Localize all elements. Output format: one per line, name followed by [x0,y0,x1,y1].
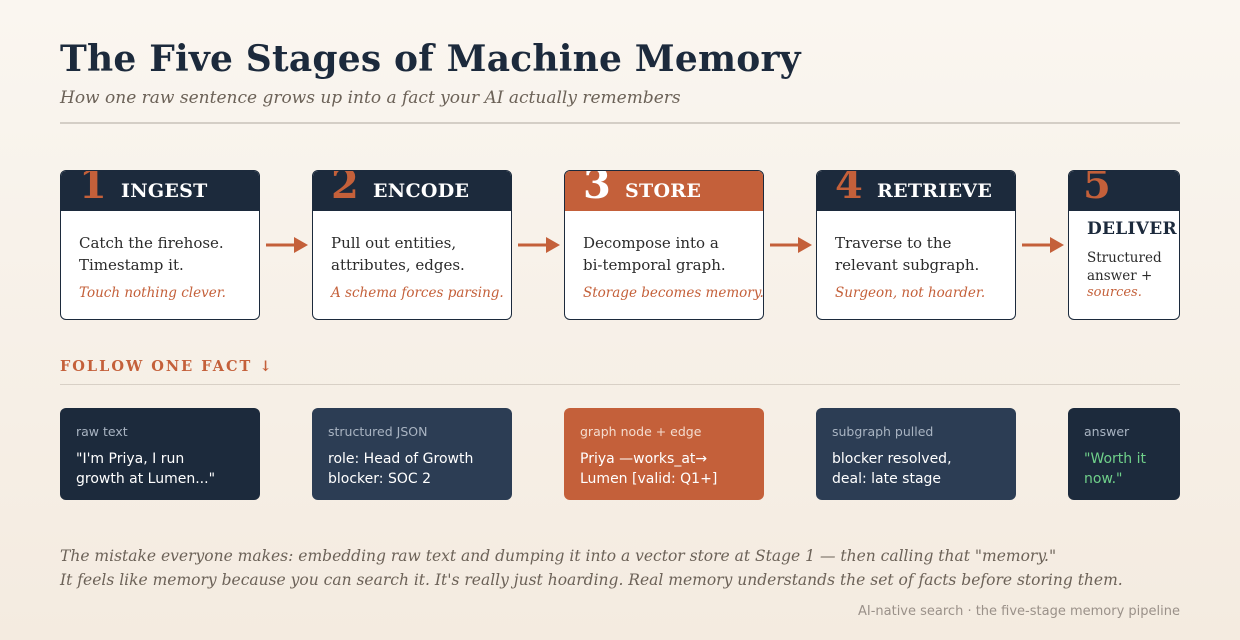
stage-name: STORE [625,180,702,202]
credit-line: AI-native search · the five-stage memory… [857,604,1180,619]
stage-name: INGEST [121,180,208,202]
fact-label: raw text [76,424,128,439]
fact-label: subgraph pulled [832,424,934,439]
fact-content-line: deal: late stage [832,471,942,487]
page-title: The Five Stages of Machine Memory [60,38,801,80]
fact-content-line: now." [1084,471,1123,487]
fact-content: blocker resolved, deal: late stage [832,449,1000,489]
stage-card-ingest: 1 INGEST Catch the firehose. Timestamp i… [60,170,260,320]
fact-card-structured-json: structured JSON role: Head of Growth blo… [312,408,512,500]
fact-content-line: blocker: SOC 2 [328,471,431,487]
stage-description-line: Structured [1087,250,1162,266]
fact-content-line: "I'm Priya, I run [76,451,185,467]
stage-header: 5 [1069,171,1179,211]
stage-card-deliver: 5 DELIVER Structured answer + sources. [1068,170,1180,320]
fact-content: "Worth it now." [1084,449,1164,489]
page-subtitle: How one raw sentence grows up into a fac… [60,88,681,108]
stage-description: Catch the firehose. Timestamp it. [79,232,254,276]
arrow-right-icon [518,237,560,253]
follow-one-fact-label: FOLLOW ONE FACT ↓ [60,358,274,375]
fact-content-line: "Worth it [1084,451,1146,467]
stage-description: Decompose into a bi-temporal graph. [583,232,758,276]
fact-label: graph node + edge [580,424,702,439]
stage-description: Traverse to the relevant subgraph. [835,232,1010,276]
fact-label: answer [1084,424,1130,439]
footnote: The mistake everyone makes: embedding ra… [60,544,1123,592]
stage-description: Pull out entities, attributes, edges. [331,232,506,276]
stage-note: A schema forces parsing. [331,285,504,301]
stage-number: 1 [79,170,107,208]
stage-note: Storage becomes memory. [583,285,764,301]
stage-description-line: answer + [1087,268,1153,284]
stage-note: sources. [1087,285,1142,300]
stage-name: ENCODE [373,180,470,202]
stage-number: 4 [835,170,863,208]
fact-card-graph-node: graph node + edge Priya —works_at→ Lumen… [564,408,764,500]
fact-content: "I'm Priya, I run growth at Lumen..." [76,449,244,489]
stage-description-line: attributes, edges. [331,256,465,274]
stage-number: 5 [1083,170,1111,208]
stage-note: Surgeon, not hoarder. [835,285,986,301]
stage-name: DELIVER [1087,219,1177,239]
fact-card-subgraph: subgraph pulled blocker resolved, deal: … [816,408,1016,500]
fact-content-line: role: Head of Growth [328,451,474,467]
fact-content: role: Head of Growth blocker: SOC 2 [328,449,496,489]
stage-number: 2 [331,170,359,208]
fact-card-raw-text: raw text "I'm Priya, I run growth at Lum… [60,408,260,500]
fact-content-line: growth at Lumen..." [76,471,216,487]
fact-label: structured JSON [328,424,428,439]
stage-number: 3 [583,170,611,208]
stage-description: Structured answer + [1087,249,1177,285]
stage-card-retrieve: 4 RETRIEVE Traverse to the relevant subg… [816,170,1016,320]
footnote-line: It feels like memory because you can sea… [60,571,1123,589]
fact-content-line: blocker resolved, [832,451,952,467]
fact-content: Priya —works_at→ Lumen [valid: Q1+] [580,449,748,489]
fact-card-answer: answer "Worth it now." [1068,408,1180,500]
stage-description-line: Pull out entities, [331,234,457,252]
stage-header: 3 STORE [565,171,763,211]
arrow-right-icon [770,237,812,253]
fact-content-line: Priya —works_at→ [580,451,708,467]
stage-name: RETRIEVE [877,180,993,202]
stage-description-line: Catch the firehose. [79,234,224,252]
arrow-right-icon [1022,237,1064,253]
stage-description-line: Decompose into a [583,234,719,252]
footnote-line: The mistake everyone makes: embedding ra… [60,547,1057,565]
stage-header: 2 ENCODE [313,171,511,211]
stage-description-line: relevant subgraph. [835,256,980,274]
stage-card-encode: 2 ENCODE Pull out entities, attributes, … [312,170,512,320]
stage-description-line: bi-temporal graph. [583,256,726,274]
stage-header: 1 INGEST [61,171,259,211]
stage-note: Touch nothing clever. [79,285,226,301]
stage-header: 4 RETRIEVE [817,171,1015,211]
arrow-right-icon [266,237,308,253]
header-divider [60,122,1180,124]
stage-card-store: 3 STORE Decompose into a bi-temporal gra… [564,170,764,320]
fact-content-line: Lumen [valid: Q1+] [580,471,718,487]
section-divider [60,384,1180,385]
stage-description-line: Traverse to the [835,234,952,252]
stage-description-line: Timestamp it. [79,256,184,274]
